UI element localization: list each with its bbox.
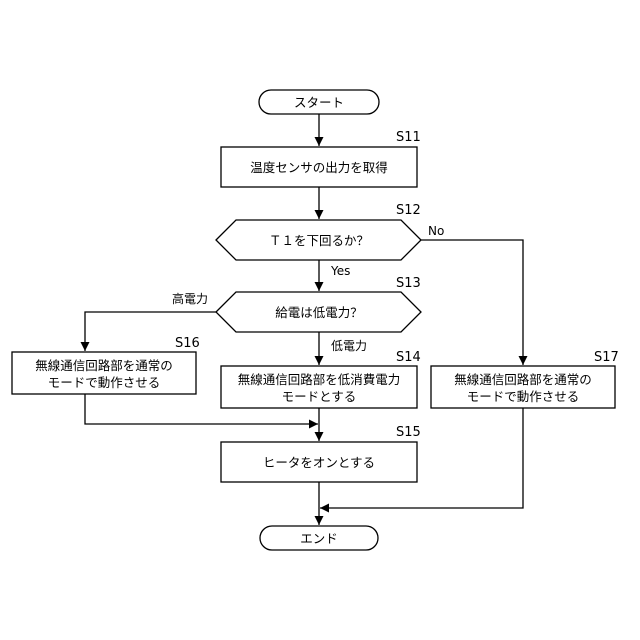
s14-line2: モードとする <box>282 389 357 404</box>
s15-label: ヒータをオンとする <box>263 455 375 470</box>
start-terminator: スタート <box>259 90 379 114</box>
process-s17: 無線通信回路部を通常の モードで動作させる S17 <box>431 350 619 408</box>
s11-step: S11 <box>396 130 421 145</box>
s16-line1: 無線通信回路部を通常の <box>35 358 173 373</box>
s12-step: S12 <box>396 203 421 218</box>
end-label: エンド <box>300 531 338 546</box>
s13-step: S13 <box>396 276 421 291</box>
s17-line1: 無線通信回路部を通常の <box>454 372 592 387</box>
edge-label-low-power: 低電力 <box>331 339 367 353</box>
s11-label: 温度センサの出力を取得 <box>250 160 388 175</box>
process-s11: 温度センサの出力を取得 S11 <box>221 130 421 187</box>
end-terminator: エンド <box>260 526 378 550</box>
process-s15: ヒータをオンとする S15 <box>221 425 421 482</box>
s16-line2: モードで動作させる <box>48 375 161 390</box>
s17-step: S17 <box>594 350 619 365</box>
edge-label-high-power: 高電力 <box>172 291 208 306</box>
edge-label-yes: Yes <box>330 264 350 278</box>
s12-label: Ｔ１を下回るか？ <box>269 233 369 248</box>
s14-line1: 無線通信回路部を低消費電力 <box>238 372 401 387</box>
edge-label-no: No <box>428 224 444 238</box>
s13-label: 給電は低電力？ <box>275 305 363 320</box>
process-s14: 無線通信回路部を低消費電力 モードとする S14 <box>221 350 421 408</box>
s17-line2: モードで動作させる <box>467 389 580 404</box>
s15-step: S15 <box>396 425 421 440</box>
process-s16: 無線通信回路部を通常の モードで動作させる S16 <box>12 336 200 394</box>
start-label: スタート <box>294 95 344 110</box>
arrow-s12-no-to-s17 <box>421 240 523 365</box>
s14-step: S14 <box>396 350 421 365</box>
s16-step: S16 <box>175 336 200 351</box>
